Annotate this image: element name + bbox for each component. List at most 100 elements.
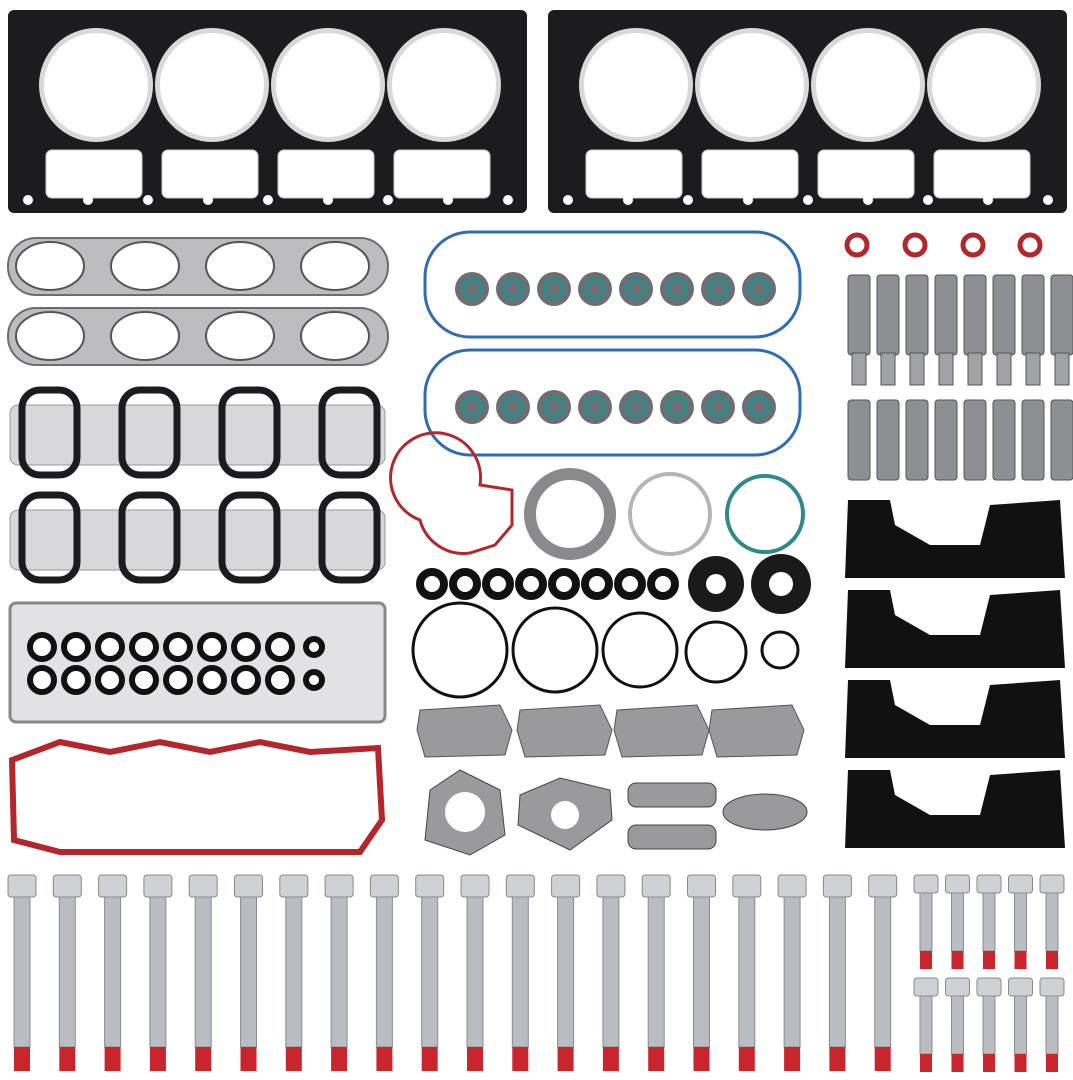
thread-locker — [240, 1047, 257, 1071]
bolt-head — [98, 874, 128, 898]
valve-stem-seal — [701, 272, 735, 306]
o-ring — [303, 636, 325, 658]
bolt-shank — [951, 892, 964, 952]
thread-locker — [14, 1047, 30, 1071]
cylinder-bore — [584, 33, 688, 137]
valve-stem-seal-lip — [707, 278, 729, 300]
head-bolt-long — [868, 874, 898, 1071]
hydraulic-lifter — [1021, 399, 1045, 481]
o-ring — [129, 665, 159, 695]
head-bolt-long — [460, 874, 490, 1071]
head-bolt-short — [1039, 977, 1065, 1072]
bolt-shank — [602, 896, 620, 1048]
exhaust-manifold-gasket — [7, 307, 389, 366]
hydraulic-lifter — [905, 399, 929, 481]
o-ring — [684, 620, 748, 684]
valve-stem-seal — [619, 272, 653, 306]
thread-locker — [784, 1047, 801, 1071]
bolt-shank — [828, 896, 846, 1048]
valve-stem-seal-lip — [625, 396, 647, 418]
o-ring — [95, 665, 125, 695]
head-bolt-long — [822, 874, 852, 1071]
thread-locker — [376, 1047, 393, 1071]
cylinder-bore — [44, 33, 148, 137]
thread-locker — [983, 951, 995, 969]
lifter-spring — [1054, 352, 1070, 386]
hydraulic-lifter — [876, 274, 900, 386]
lifter-spring — [880, 352, 896, 386]
lifter-body — [1021, 274, 1045, 356]
head-bolt-long — [143, 874, 173, 1071]
thread-locker — [951, 951, 964, 969]
thread-locker — [1014, 1054, 1027, 1072]
bolt-head — [234, 874, 263, 898]
head-gasket — [8, 10, 527, 213]
bolt-shank — [982, 892, 996, 952]
head-bolt-long — [732, 874, 762, 1071]
lifter-spring — [938, 352, 954, 386]
bolt-hole — [983, 195, 993, 205]
lifter-body — [934, 274, 958, 356]
head-bolt-long — [279, 874, 309, 1071]
bolt-shank — [1014, 995, 1027, 1055]
bolt-head — [7, 874, 37, 898]
intake-port-seal — [218, 386, 281, 479]
cylinder-bore — [932, 33, 1036, 137]
coolant-port — [277, 149, 375, 199]
lifter-body — [963, 399, 987, 481]
bolt-head — [1008, 874, 1033, 894]
bolt-hole — [383, 195, 393, 205]
head-bolt-short — [1008, 977, 1033, 1072]
bolt-head — [822, 874, 852, 898]
valve-stem-seal-lip — [543, 396, 565, 418]
bolt-shank — [693, 896, 710, 1048]
intake-carrier-plate — [9, 404, 386, 466]
exhaust-port — [110, 241, 180, 291]
head-bolt-short — [913, 874, 939, 969]
lifter-body — [963, 274, 987, 356]
bolt-head — [732, 874, 762, 898]
head-bolt-long — [52, 874, 82, 1071]
thread-locker — [421, 1047, 438, 1071]
intake-manifold-gasket — [9, 386, 386, 479]
o-ring — [231, 632, 261, 662]
o-ring — [95, 632, 125, 662]
intake-port-seal — [318, 491, 381, 584]
bolt-shank — [285, 896, 303, 1048]
head-bolt-long — [415, 874, 445, 1071]
valve-stem-seal-lip — [543, 278, 565, 300]
exhaust-port — [300, 241, 370, 291]
thread-locker — [104, 1047, 121, 1071]
bolt-shank — [951, 995, 964, 1055]
crank-seal-bore — [706, 574, 726, 594]
valve-stem-seal-lip — [748, 396, 770, 418]
cylinder-bore — [160, 33, 264, 137]
bolt-hole — [203, 195, 213, 205]
head-bolt-short — [1039, 874, 1065, 969]
o-ring — [265, 665, 295, 695]
valve-stem-seal-lip — [584, 278, 606, 300]
bolt-shank — [240, 896, 257, 1048]
bolt-shank — [149, 896, 167, 1048]
valve-stem-seal-lip — [461, 278, 483, 300]
sealing-washer — [1017, 232, 1043, 258]
bolt-head — [687, 874, 716, 898]
head-bolt-long — [641, 874, 671, 1071]
bolt-shank — [375, 896, 393, 1048]
seal-ring — [628, 472, 712, 556]
head-bolt-long — [777, 874, 807, 1071]
valve-stem-seal-lip — [707, 396, 729, 418]
cylinder-bore — [392, 33, 496, 137]
bolt-head — [415, 874, 445, 898]
valve-stem-seal — [455, 272, 489, 306]
bolt-shank — [194, 896, 212, 1048]
metal-seal-ring — [524, 468, 616, 560]
valve-stem-seal-lip — [625, 278, 647, 300]
valve-stem-seal — [578, 390, 612, 424]
head-bolt-long — [369, 874, 399, 1071]
coolant-port — [817, 149, 915, 199]
lifter-spring — [996, 352, 1012, 386]
intake-port-seal — [318, 386, 381, 479]
bolt-shank — [738, 896, 756, 1048]
